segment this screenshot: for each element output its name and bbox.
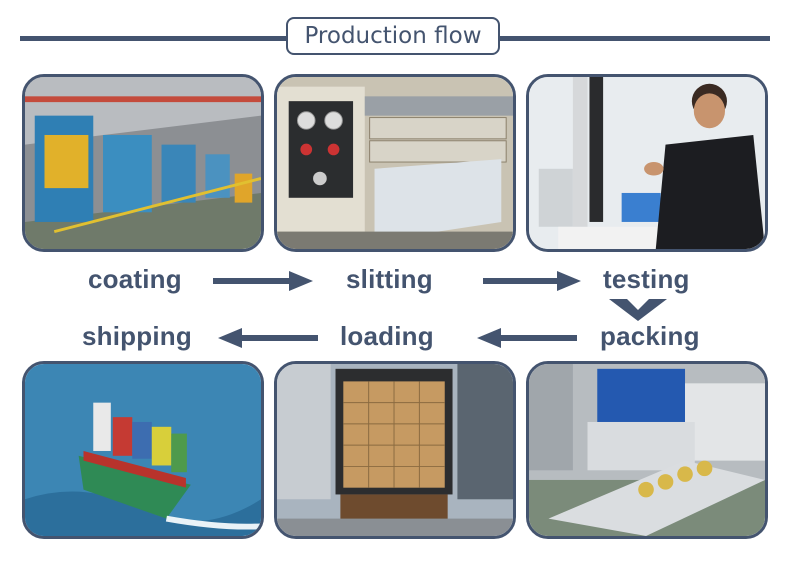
slitting-photo: [274, 74, 516, 252]
step-packing-label: packing: [600, 321, 700, 351]
testing-photo: [526, 74, 768, 252]
shipping-photo: [22, 361, 264, 539]
step-shipping-label: shipping: [82, 321, 192, 351]
coating-photo: [22, 74, 264, 252]
packing-photo: [526, 361, 768, 539]
step-loading-label: loading: [340, 321, 434, 351]
arrow-left-1: [218, 328, 318, 348]
header-rule-left: [20, 36, 288, 41]
arrow-left-2: [477, 328, 577, 348]
header-rule-right: [498, 36, 770, 41]
step-slitting-label: slitting: [346, 264, 433, 294]
arrow-right-1: [213, 271, 313, 291]
arrow-right-2: [483, 271, 581, 291]
arrow-down: [609, 299, 667, 321]
step-coating-label: coating: [88, 264, 182, 294]
loading-photo: [274, 361, 516, 539]
step-testing-label: testing: [603, 264, 690, 294]
page-title: Production flow: [286, 17, 500, 55]
